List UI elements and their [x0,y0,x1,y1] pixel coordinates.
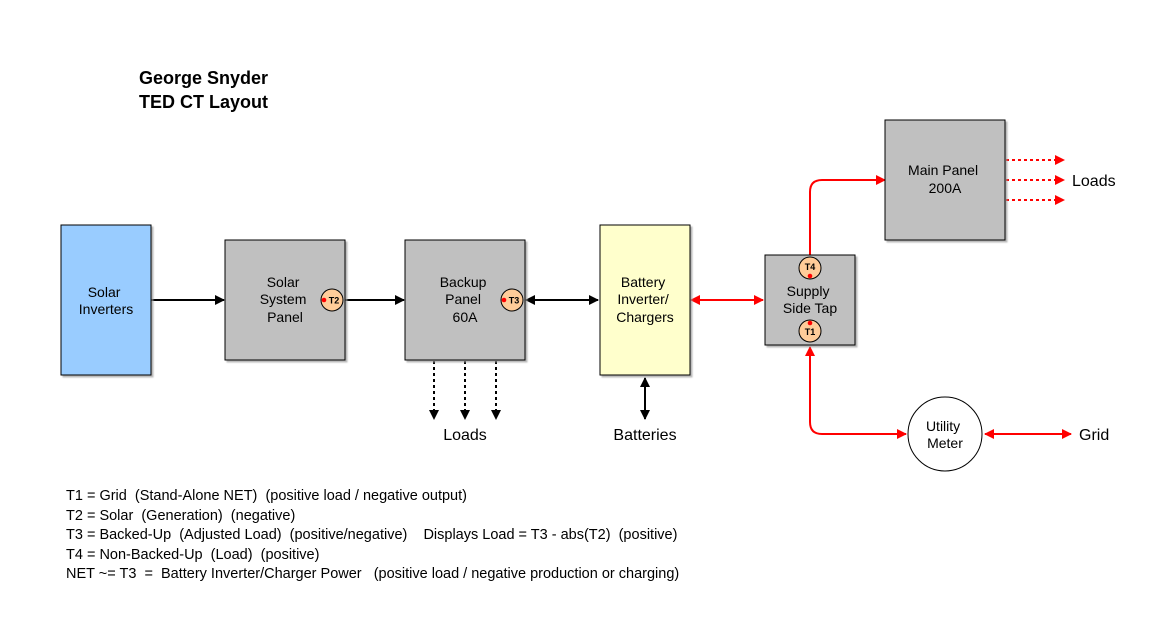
batteries-label: Batteries [613,427,676,444]
main-panel-box: Main Panel 200A [884,119,1006,241]
diagram-title-layout: TED CT Layout [139,92,268,112]
backup-loads-label: Loads [443,427,487,444]
ct-marker-t3: T3 [500,288,524,312]
connector-supply-tap-to-main-panel [809,175,886,256]
svg-text:Battery Inverter/: Battery Inverter/ Chargers [616,274,674,325]
svg-text:Utility Meter: Utility Meter [926,418,964,451]
main-loads-label: Loads [1072,173,1116,190]
connector-supply-tap-to-utility-meter [805,346,907,439]
legend-line-t3: T3 = Backed-Up (Adjusted Load) (positive… [66,527,678,544]
battery-inverter-box: Battery Inverter/ Chargers [599,224,691,376]
svg-text:T2: T2 [329,296,340,306]
ct-marker-t4: T4 [798,256,822,280]
grid-label: Grid [1079,427,1109,444]
solar-inverters-box: Solar Inverters [60,224,152,376]
ct-marker-t2: T2 [320,288,344,312]
utility-meter-circle: Utility Meter [907,396,983,472]
ct-legend: T1 = Grid (Stand-Alone NET) (positive lo… [66,487,679,585]
svg-text:Supply Side Tap: Supply Side Tap [783,283,837,316]
svg-text:Backup Panel 60A: Backup Panel 60A [440,274,491,325]
svg-text:T3: T3 [509,296,520,306]
svg-text:T4: T4 [805,262,816,272]
svg-text:T1: T1 [805,327,816,337]
diagram-title-name: George Snyder [139,68,269,88]
svg-text:Solar Inverters: Solar Inverters [79,284,133,317]
legend-line-net: NET ~= T3 = Battery Inverter/Charger Pow… [66,566,680,583]
svg-text:Solar System Panel: Solar System Panel [260,274,311,325]
legend-line-t4: T4 = Non-Backed-Up (Load) (positive) [66,546,320,563]
legend-line-t2: T2 = Solar (Generation) (negative) [66,507,296,524]
legend-line-t1: T1 = Grid (Stand-Alone NET) (positive lo… [66,488,467,504]
ct-marker-t1: T1 [798,319,822,343]
svg-text:Main Panel 200A: Main Panel 200A [908,162,982,196]
